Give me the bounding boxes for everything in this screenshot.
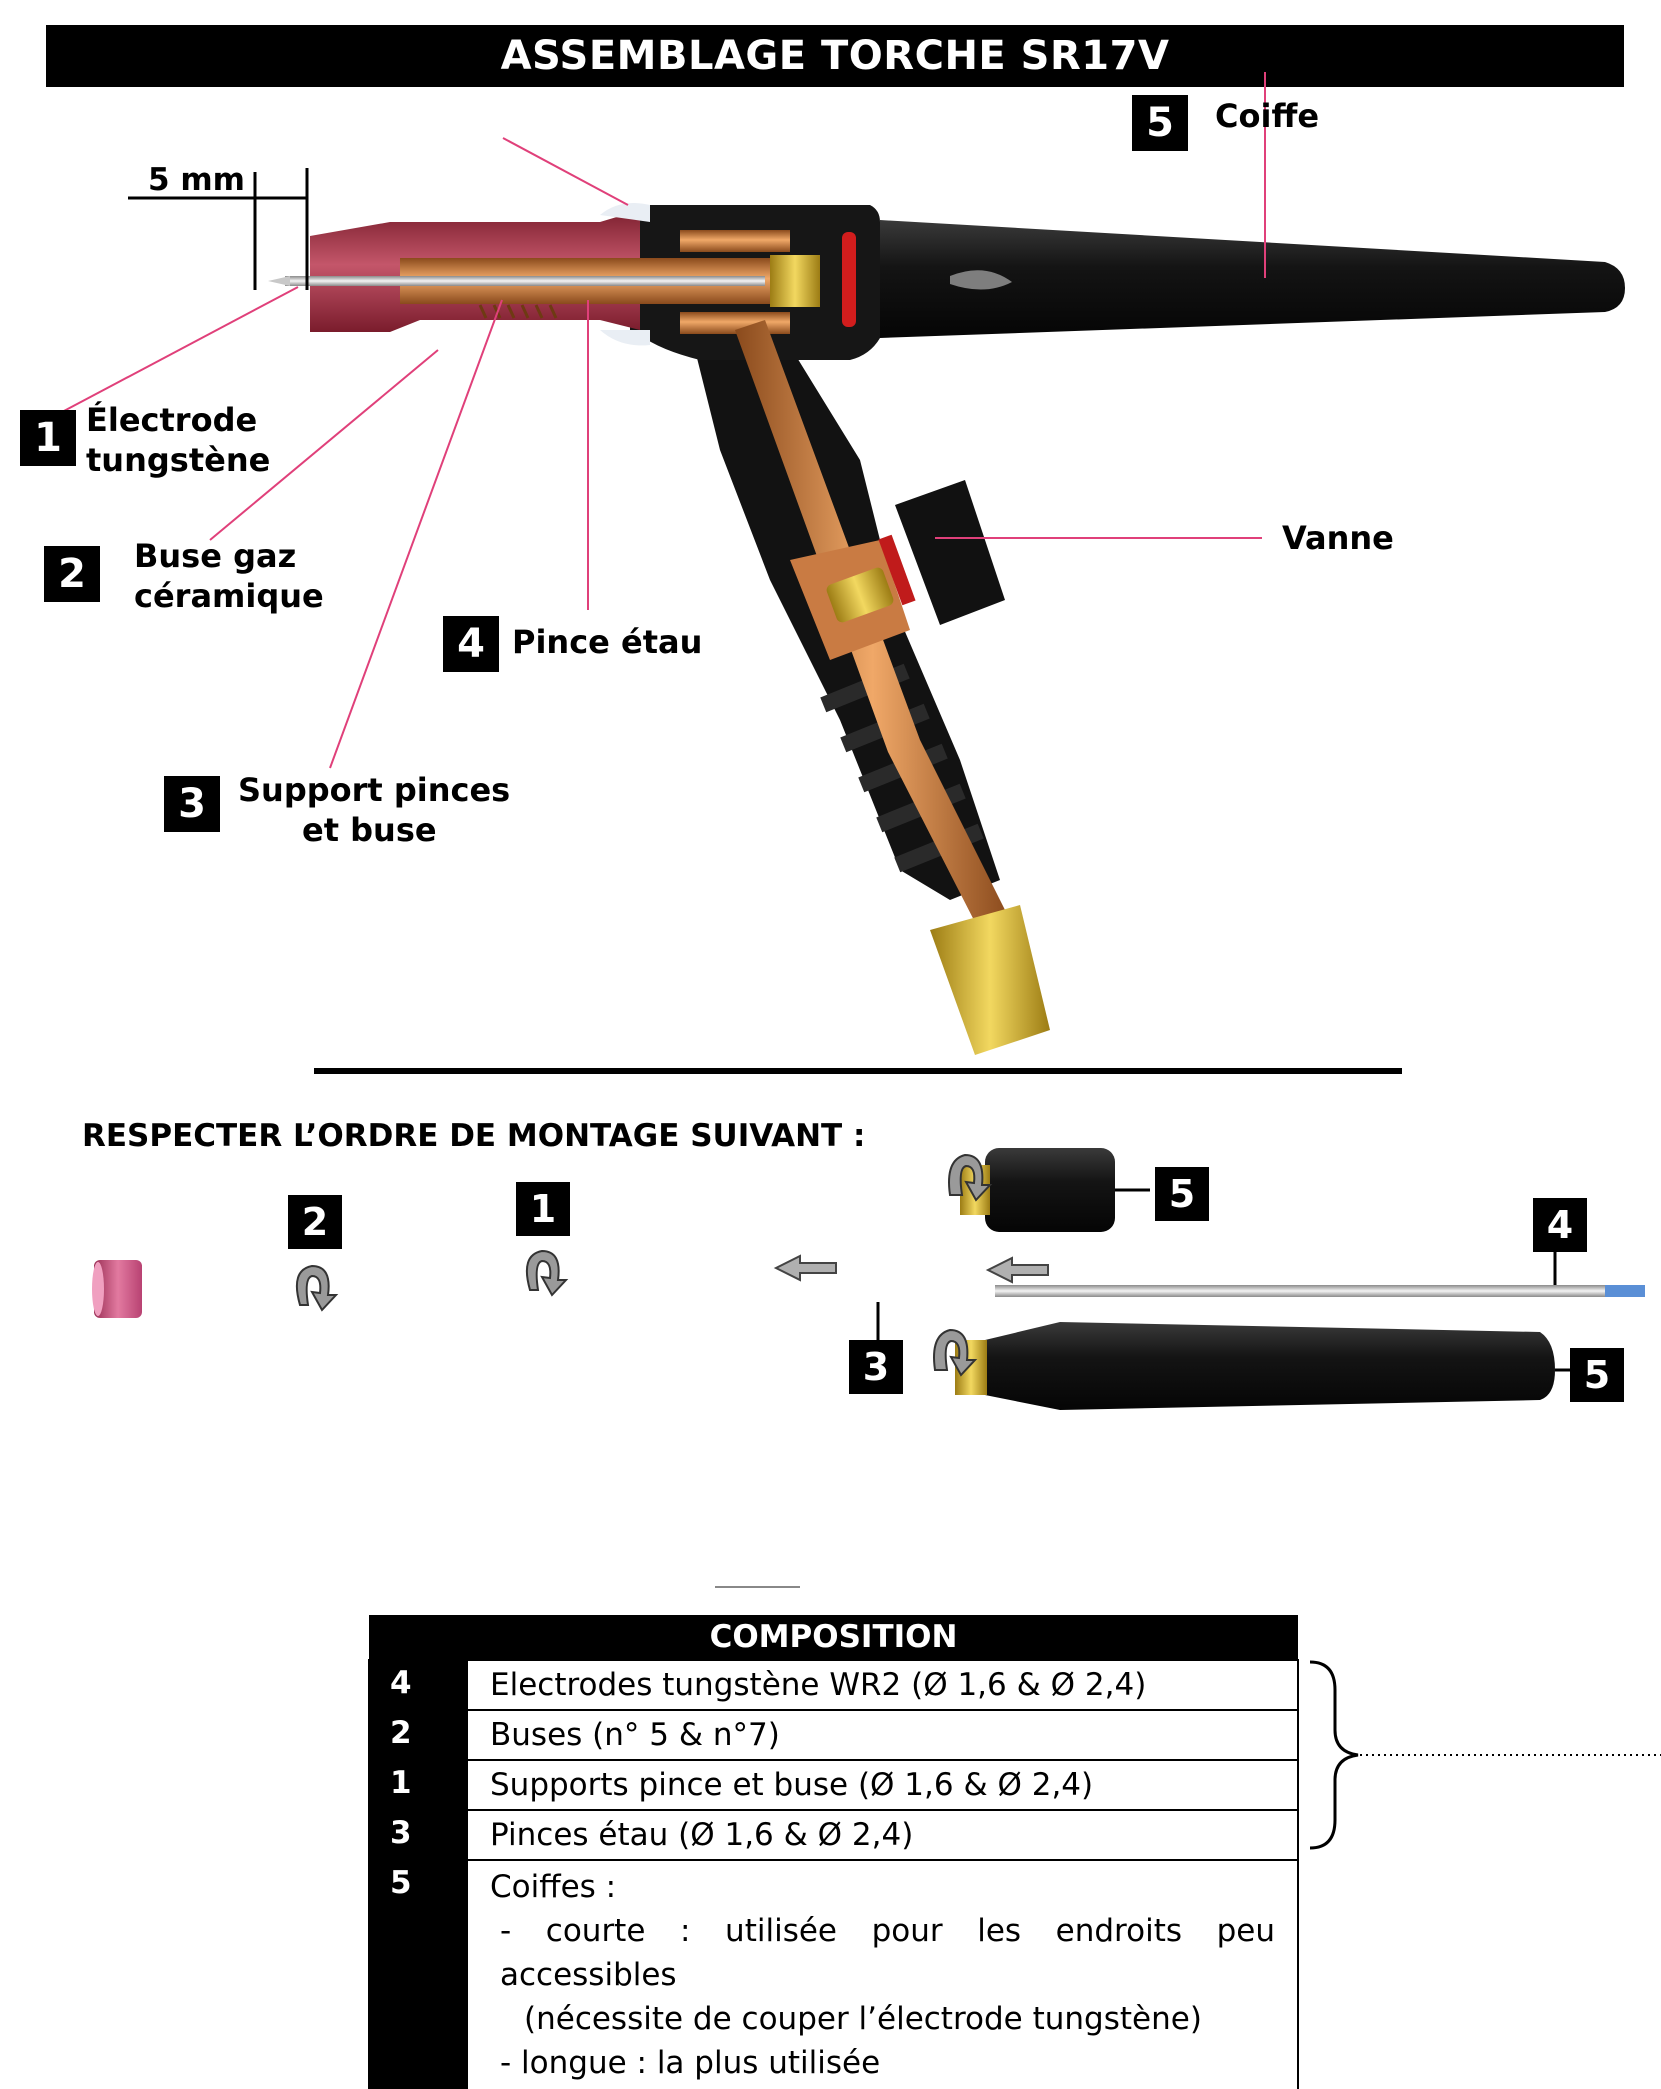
callout-4-number: 4	[443, 616, 499, 672]
dimension-marker	[128, 168, 309, 290]
short-cap-part	[948, 1148, 1150, 1232]
callout-2-label-line1: Buse gaz	[134, 537, 297, 575]
coiffe-item-short: - courte : utilisée pour les endroits pe…	[500, 1913, 1275, 1993]
arrow-left-icon	[773, 1254, 837, 1282]
row-text: Electrodes tungstène WR2 (Ø 1,6 & Ø 2,4)	[466, 1659, 1299, 1711]
coiffe-item-long: - longue : la plus utilisée	[500, 2045, 881, 2081]
leader-lines	[61, 72, 1266, 769]
arrow-left-icon	[985, 1256, 1049, 1284]
valve-knob	[895, 480, 1005, 625]
callout-5-number: 5	[1132, 95, 1188, 151]
table-row: 2 Buses (n° 5 & n°7)	[368, 1709, 1299, 1761]
coiffe-description: Coiffes : - courte : utilisée pour les e…	[466, 1859, 1299, 2089]
composition-header: COMPOSITION	[369, 1615, 1298, 1660]
long-cap-part	[876, 1302, 1570, 1410]
callout-2-number: 2	[44, 546, 100, 602]
callout-3-label-line2: et buse	[302, 811, 437, 849]
order-number-3: 3	[849, 1340, 903, 1394]
row-number: 5	[368, 1859, 468, 2089]
composition-table: COMPOSITION 4 Electrodes tungstène WR2 (…	[368, 1615, 1299, 2089]
rotate-arrow-icon	[526, 1249, 569, 1297]
order-number-5-short: 5	[1155, 1167, 1209, 1221]
row-number: 2	[368, 1709, 468, 1761]
row-text: Buses (n° 5 & n°7)	[466, 1709, 1299, 1761]
valve-label: Vanne	[1282, 519, 1394, 557]
brass-fitting	[930, 905, 1050, 1055]
page-title: ASSEMBLAGE TORCHE SR17V	[500, 33, 1170, 79]
order-number-5-long: 5	[1570, 1348, 1624, 1402]
title-banner: ASSEMBLAGE TORCHE SR17V	[46, 25, 1624, 87]
table-row: 5 Coiffes : - courte : utilisée pour les…	[368, 1859, 1299, 2089]
callout-2-label-line2: céramique	[134, 577, 324, 615]
coiffe-item-short-cont: (nécessite de couper l’électrode tungstè…	[524, 2001, 1202, 2037]
rotate-arrow-icon	[296, 1264, 339, 1312]
row-text: Supports pince et buse (Ø 1,6 & Ø 2,4)	[466, 1759, 1299, 1811]
section-divider	[314, 1068, 1402, 1074]
electrode-rod-part	[995, 1238, 1645, 1297]
table-row: 4 Electrodes tungstène WR2 (Ø 1,6 & Ø 2,…	[368, 1659, 1299, 1711]
tungsten-electrode	[285, 276, 765, 286]
row-number: 4	[368, 1659, 468, 1711]
table-row: 3 Pinces étau (Ø 1,6 & Ø 2,4)	[368, 1809, 1299, 1861]
coiffe-title: Coiffes :	[490, 1869, 617, 1905]
callout-1-label-line1: Électrode	[86, 401, 258, 439]
table-bracket	[1309, 1660, 1359, 1850]
row-text: Pinces étau (Ø 1,6 & Ø 2,4)	[466, 1809, 1299, 1861]
order-number-2: 2	[288, 1195, 342, 1249]
order-number-1: 1	[516, 1182, 570, 1236]
nozzle-part	[92, 1260, 142, 1318]
order-number-4: 4	[1533, 1198, 1587, 1252]
callout-1-number: 1	[20, 410, 76, 466]
row-number: 1	[368, 1759, 468, 1811]
table-row: 1 Supports pince et buse (Ø 1,6 & Ø 2,4)	[368, 1759, 1299, 1811]
callout-1-label-line2: tungstène	[86, 441, 271, 479]
callout-5-label: Coiffe	[1215, 97, 1320, 135]
torch-assembly	[268, 202, 1625, 1055]
row-number: 3	[368, 1809, 468, 1861]
callout-3-label-line1: Support pinces	[238, 771, 511, 809]
torch-back-cap	[880, 220, 1625, 338]
callout-4-label: Pince étau	[512, 623, 703, 661]
callout-3-number: 3	[164, 776, 220, 832]
dimension-label: 5 mm	[148, 162, 245, 198]
assembly-instruction: RESPECTER L’ORDRE DE MONTAGE SUIVANT :	[82, 1118, 866, 1154]
